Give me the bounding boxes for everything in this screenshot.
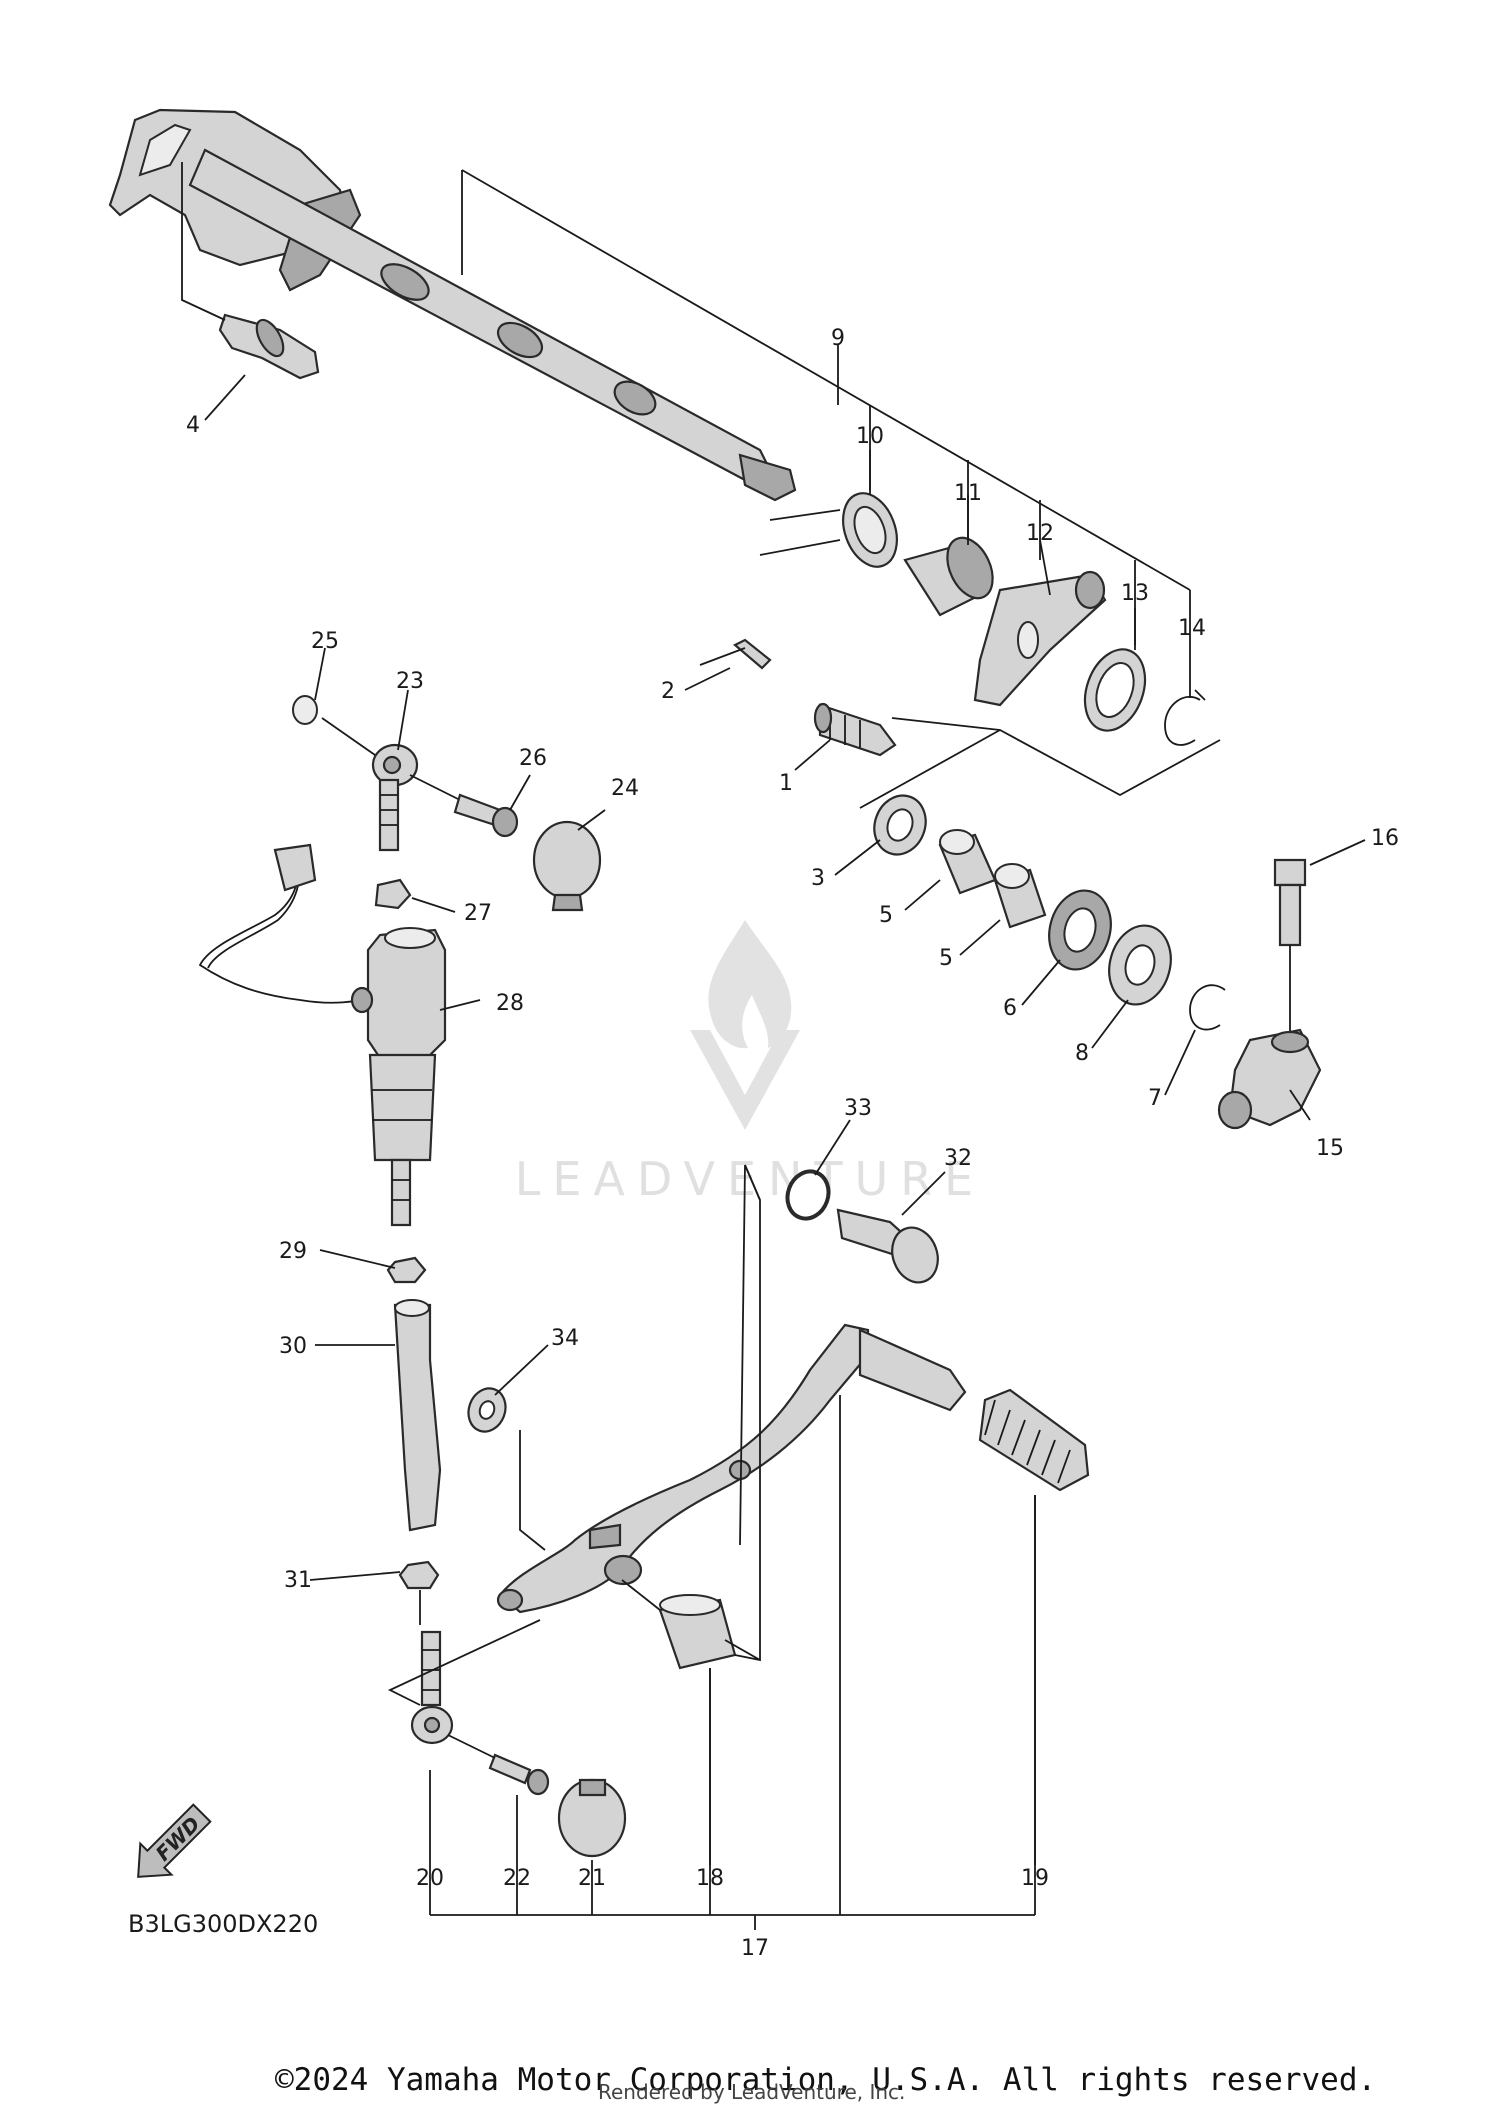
part-34-washer [467,1387,507,1433]
callout-12: 12 [1026,521,1054,546]
callout-30: 30 [279,1334,307,1359]
callout-34: 34 [551,1326,579,1351]
callout-2: 2 [661,679,675,704]
part-5-bushing-b [993,863,1047,929]
callout-4: 4 [186,413,200,438]
part-8-washer [1108,924,1172,1006]
part-2-bolt [733,638,772,670]
callout-32: 32 [944,1146,972,1171]
callout-24: 24 [611,776,639,801]
callout-15: 15 [1316,1136,1344,1161]
part-32-pivot-bolt [836,1208,939,1284]
callout-13: 13 [1121,581,1149,606]
callout-14: 14 [1178,616,1206,641]
part-5-bushing-a [938,829,997,895]
part-13-washer [1083,648,1147,732]
leadventure-watermark: LEADVENTURE [515,920,986,1206]
callout-5a: 5 [879,903,893,928]
callout-5b: 5 [939,946,953,971]
part-31-nut [398,1560,440,1590]
callout-21: 21 [578,1866,606,1891]
callout-19: 19 [1021,1866,1049,1891]
rendered-by-text: Rendered by LeadVenture, Inc. [598,2080,906,2104]
part-4-pin [218,313,320,380]
callout-25: 25 [311,629,339,654]
part-28-shift-sensor [198,843,447,1227]
callout-28: 28 [496,991,524,1016]
part-19-pedal-rubber [978,1388,1090,1492]
callout-16: 16 [1371,826,1399,851]
part-29-nut [386,1256,427,1284]
part-12-arm [973,570,1107,707]
copyright-text: ©2024 Yamaha Motor Corporation, U.S.A. A… [275,2062,1377,2098]
part-10-spring [759,492,898,568]
callout-10: 10 [856,424,884,449]
part-11-collar [903,536,994,617]
part-24-ball [532,820,602,912]
callout-29: 29 [279,1239,307,1264]
fwd-arrow-icon: FWD [137,1803,212,1878]
callout-23: 23 [396,669,424,694]
callout-labels: 1 2 3 4 5 5 6 7 8 9 10 11 12 13 14 15 16… [186,326,1399,1961]
part-7-circlip [1189,984,1226,1031]
part-18-bushing [658,1594,737,1670]
watermark-text: LEADVENTURE [515,1152,986,1206]
part-27-nut [374,878,412,910]
part-23-rod-end [371,743,419,852]
part-17-shift-pedal [496,1323,967,1614]
part-21-ball [557,1778,627,1858]
part-26-bolt [453,793,519,838]
callout-1: 1 [779,771,793,796]
part-16-bolt [1273,858,1307,947]
callout-18: 18 [696,1866,724,1891]
callout-33: 33 [844,1096,872,1121]
callout-6: 6 [1003,996,1017,1021]
callout-11: 11 [954,481,982,506]
callout-9: 9 [831,326,845,351]
part-14-circlip [1164,689,1206,746]
callout-20: 20 [416,1866,444,1891]
part-6-seal [1048,889,1112,971]
part-30-rod [393,1299,442,1532]
part-22-bolt [488,1753,550,1796]
callout-7: 7 [1148,1086,1162,1111]
callout-3: 3 [811,866,825,891]
part-25-circlip [292,695,318,725]
part-1-spring [813,702,897,757]
leader-lines [204,345,1366,1865]
callout-27: 27 [464,901,492,926]
callout-31: 31 [284,1568,312,1593]
part-20-rod-end [410,1630,454,1745]
callout-8: 8 [1075,1041,1089,1066]
shift-shaft [108,108,797,502]
callout-22: 22 [503,1866,531,1891]
diagram-code: B3LG300DX220 [128,1910,319,1938]
part-3-washer [873,794,927,856]
callout-17: 17 [741,1936,769,1961]
callout-26: 26 [519,746,547,771]
